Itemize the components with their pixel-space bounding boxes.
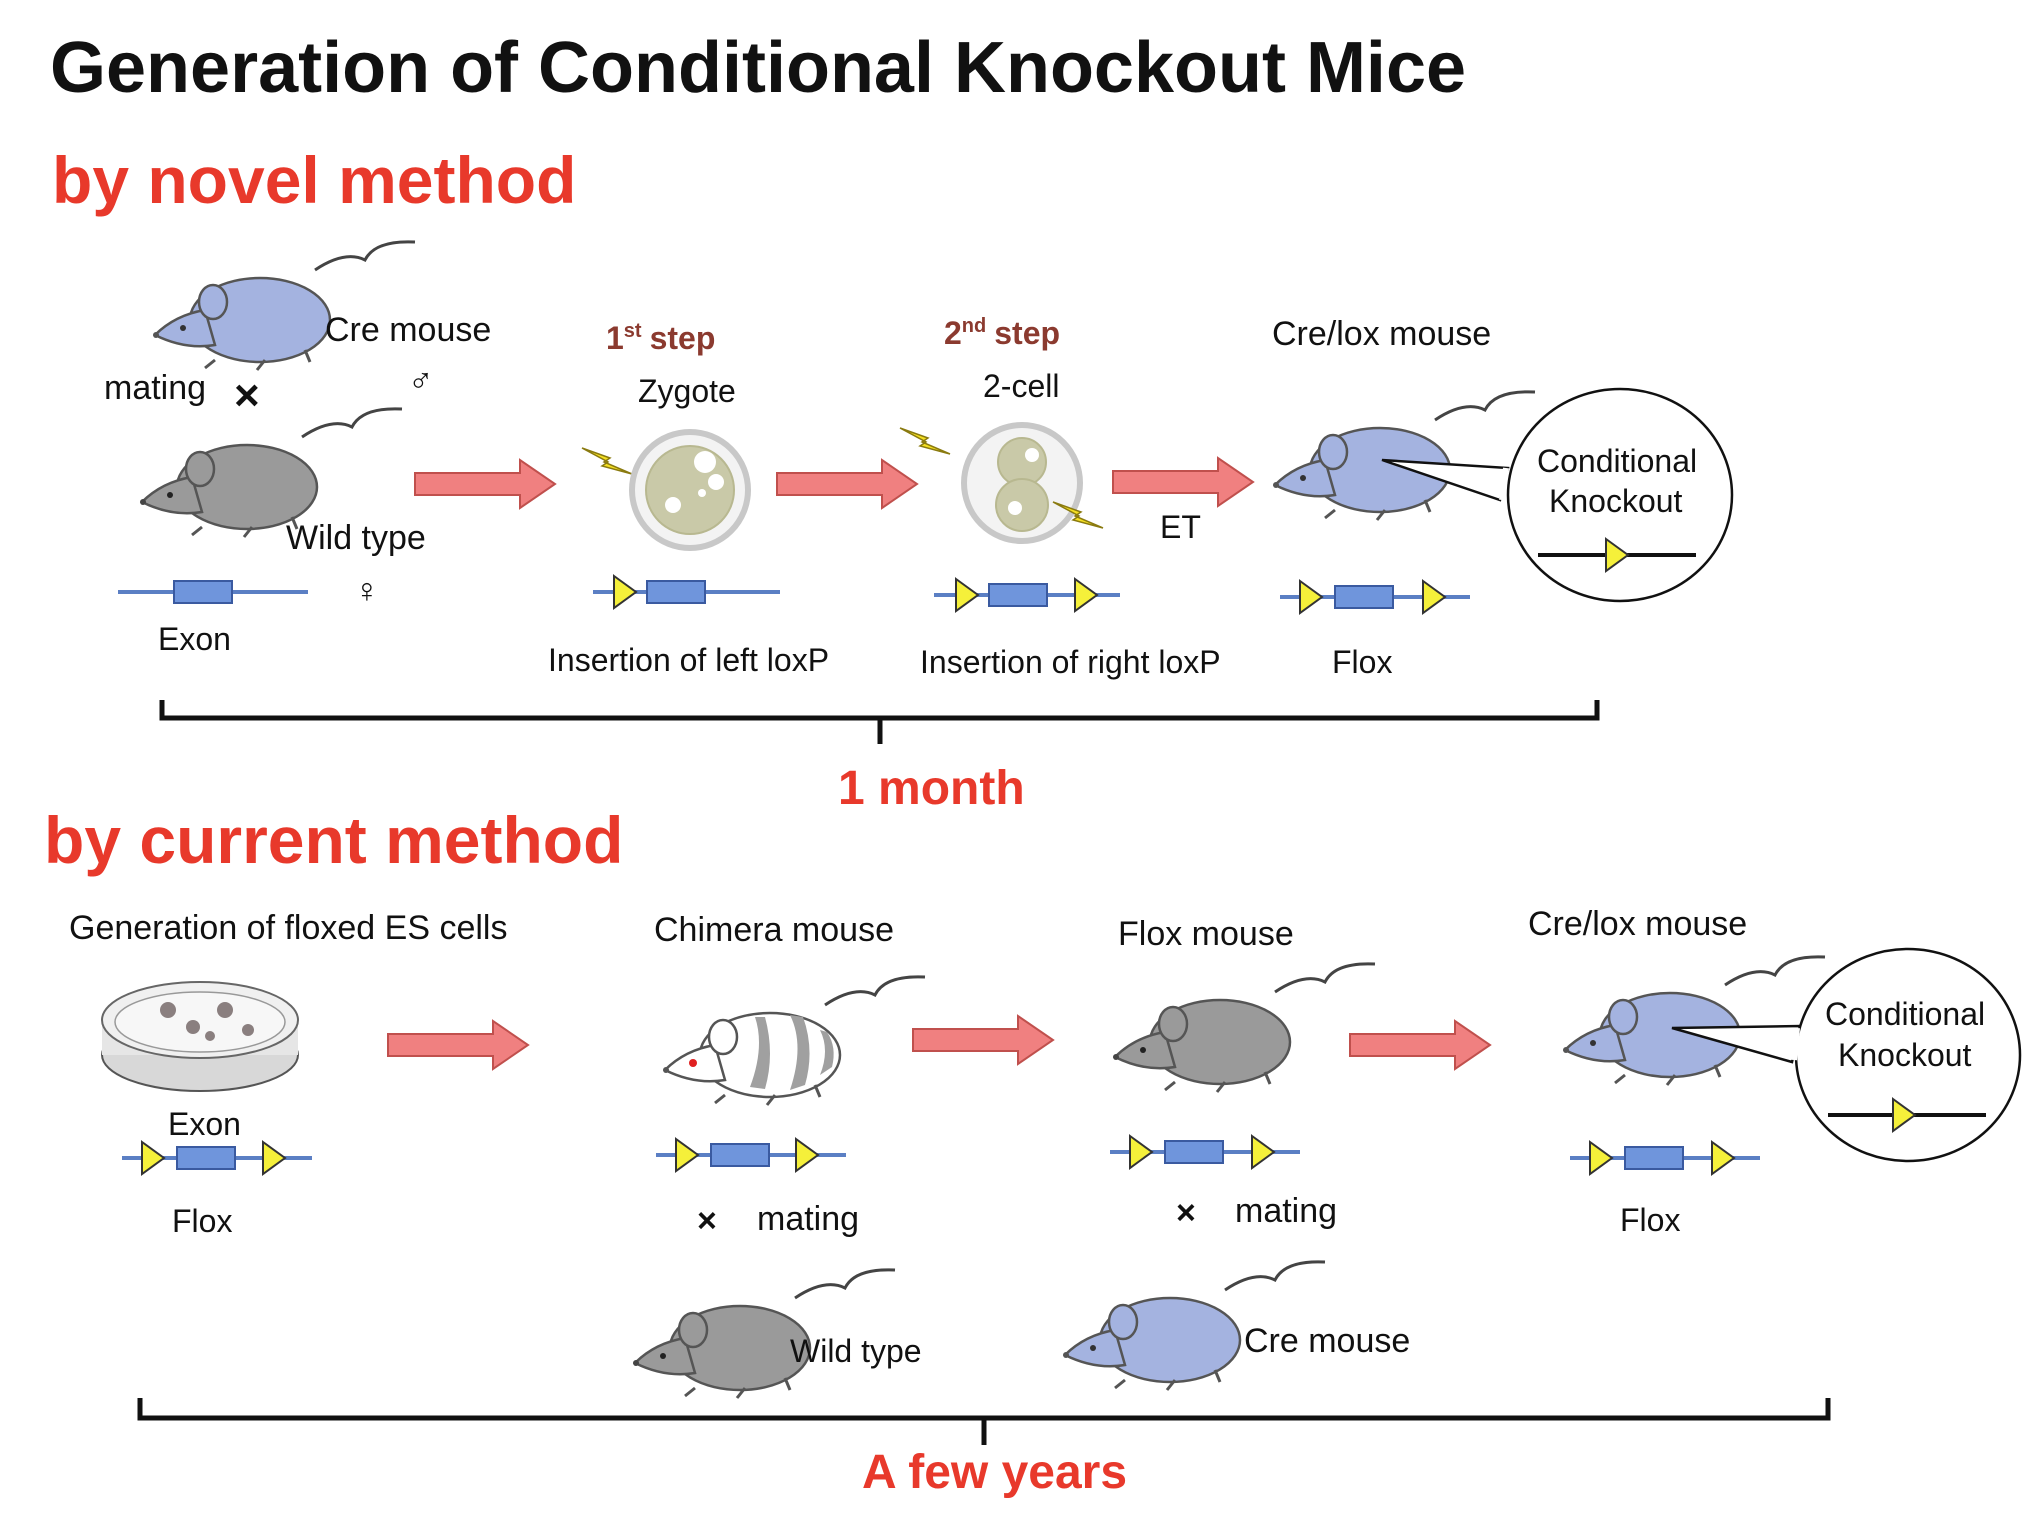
process-arrow-icon [1112, 457, 1254, 507]
dna-right-loxp-construct [934, 578, 1120, 612]
dna-flox-construct [1280, 580, 1470, 614]
two-cell-label: 2-cell [983, 368, 1059, 404]
process-arrow-icon [776, 459, 918, 509]
dna-crelox-flox-construct [1570, 1141, 1760, 1175]
exon-label: Exon [158, 621, 231, 657]
crelox-mouse-label-current: Cre/lox mouse [1528, 905, 1747, 943]
dna-es-flox-construct [122, 1141, 312, 1175]
male-symbol: ♂ [408, 362, 434, 400]
cross-symbol-1: × [697, 1202, 717, 1240]
et-label: ET [1160, 509, 1201, 545]
wild-type-mouse-icon [138, 407, 404, 539]
lightning-icon [581, 447, 633, 475]
mating-label-1: mating [757, 1200, 859, 1238]
chimera-mouse-icon [661, 975, 927, 1107]
conditional-label: Conditional [1537, 443, 1697, 479]
knockout-callout-bubble [1381, 387, 1734, 603]
flox-label: Flox [1332, 644, 1392, 680]
two-cell-embryo-icon [961, 422, 1083, 544]
insertion-left-label: Insertion of left loxP [548, 642, 829, 678]
cre-mouse-label-current: Cre mouse [1244, 1322, 1410, 1360]
flox-mouse-label: Flox mouse [1118, 915, 1294, 953]
knockout-label-current: Knockout [1838, 1037, 1972, 1073]
wild-type-label-current: Wild type [790, 1333, 922, 1369]
novel-method-heading: by novel method [52, 143, 576, 217]
knockout-label: Knockout [1549, 483, 1683, 519]
mating-label: mating [104, 369, 206, 407]
zygote-cell-icon [629, 429, 751, 551]
cross-symbol-2: × [1176, 1194, 1196, 1232]
wild-type-label: Wild type [286, 519, 426, 557]
process-arrow-icon [387, 1020, 529, 1070]
dna-flox-mouse-construct [1110, 1135, 1300, 1169]
crelox-mouse-icon [1561, 955, 1827, 1087]
process-arrow-icon [414, 459, 556, 509]
flox-mouse-icon [1111, 962, 1377, 1094]
female-symbol: ♀ [354, 572, 380, 610]
process-arrow-icon [1349, 1020, 1491, 1070]
cre-mouse-icon [151, 240, 417, 372]
mating-label-2: mating [1235, 1192, 1337, 1230]
timeline-brace [159, 700, 1600, 744]
crelox-mouse-label: Cre/lox mouse [1272, 315, 1491, 353]
es-cells-label: Generation of floxed ES cells [69, 909, 507, 947]
process-arrow-icon [912, 1015, 1054, 1065]
knockout-callout-bubble-current [1671, 947, 2022, 1163]
dna-chimera-flox-construct [656, 1138, 846, 1172]
crelox-mouse-icon [1271, 390, 1537, 522]
es-flox-label: Flox [172, 1203, 232, 1239]
lightning-icon [899, 427, 951, 455]
insertion-right-label: Insertion of right loxP [920, 644, 1221, 680]
page-title: Generation of Conditional Knockout Mice [50, 28, 1466, 108]
dna-exon-construct [118, 580, 308, 604]
zygote-label: Zygote [638, 373, 736, 409]
es-exon-label: Exon [168, 1106, 241, 1142]
timeline-brace-current [137, 1398, 1831, 1445]
crelox-flox-label: Flox [1620, 1202, 1680, 1238]
current-method-heading: by current method [44, 803, 623, 877]
chimera-mouse-label: Chimera mouse [654, 911, 894, 949]
current-duration-label: A few years [862, 1446, 1127, 1499]
cross-symbol: × [234, 371, 260, 420]
dna-left-loxp-construct [593, 575, 780, 609]
novel-duration-label: 1 month [838, 762, 1025, 815]
conditional-label-current: Conditional [1825, 996, 1985, 1032]
cre-mouse-label: Cre mouse [325, 311, 491, 349]
petri-dish-icon [101, 981, 299, 1092]
